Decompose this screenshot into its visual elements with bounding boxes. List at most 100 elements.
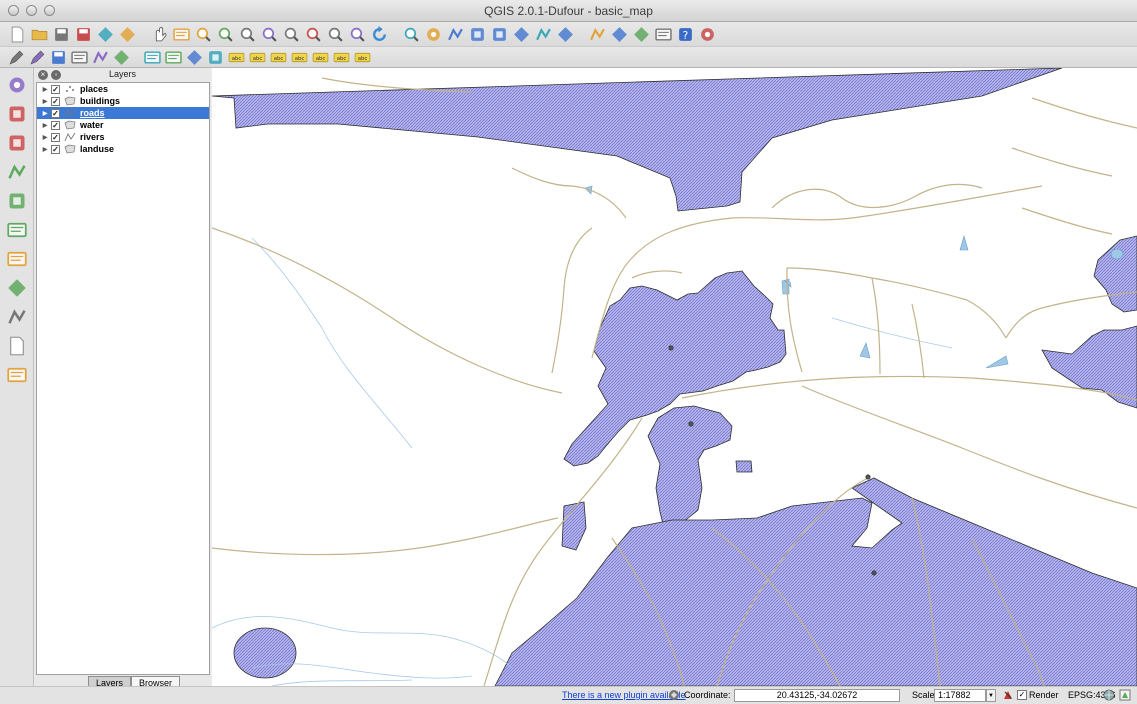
- landuse-polygon: [233, 627, 297, 679]
- composer-manager-icon[interactable]: [118, 25, 136, 43]
- pan-hand-icon[interactable]: [150, 25, 168, 43]
- add-wms-layer-icon[interactable]: [6, 219, 28, 241]
- panel-close-icon[interactable]: ×: [38, 70, 48, 80]
- edit-pencil-icon[interactable]: [8, 50, 25, 65]
- render-checkbox[interactable]: ✓: [1017, 690, 1027, 700]
- zoom-next-icon[interactable]: [348, 25, 366, 43]
- layer-item-rivers[interactable]: ▶✓rivers: [37, 131, 209, 143]
- cut-features-icon[interactable]: [165, 50, 182, 65]
- add-spatialite-layer-icon[interactable]: [6, 161, 28, 183]
- open-folder-icon[interactable]: [30, 25, 48, 43]
- print-composer-icon[interactable]: [96, 25, 114, 43]
- layer-visibility-checkbox[interactable]: ✓: [51, 144, 60, 154]
- expand-arrow-icon[interactable]: ▶: [42, 86, 48, 93]
- attribute-table-icon[interactable]: [512, 25, 530, 43]
- zoom-selection-icon[interactable]: [282, 25, 300, 43]
- bookmark-new-icon[interactable]: [610, 25, 628, 43]
- expand-arrow-icon[interactable]: ▶: [42, 134, 48, 141]
- chevron-down-icon[interactable]: ▼: [986, 689, 996, 702]
- scale-combobox[interactable]: 1:17882: [934, 689, 986, 702]
- refresh-icon[interactable]: [370, 25, 388, 43]
- save-edits-icon[interactable]: [50, 50, 67, 65]
- paste-features-icon[interactable]: [207, 50, 224, 65]
- map-tips-icon[interactable]: [588, 25, 606, 43]
- add-raster-layer-icon[interactable]: [6, 103, 28, 125]
- select-tool-icon[interactable]: [424, 25, 442, 43]
- label-move-icon[interactable]: abc: [291, 50, 308, 65]
- whats-this-icon[interactable]: [698, 25, 716, 43]
- crs-status[interactable]: EPSG:4326: [1068, 690, 1116, 700]
- zoom-last-icon[interactable]: [326, 25, 344, 43]
- coordinate-field[interactable]: 20.43125,-34.02672: [734, 689, 900, 702]
- expand-arrow-icon[interactable]: ▶: [42, 146, 48, 153]
- layer-visibility-checkbox[interactable]: ✓: [51, 132, 60, 142]
- expand-arrow-icon[interactable]: ▶: [42, 110, 48, 117]
- add-vector-layer-icon[interactable]: [6, 74, 28, 96]
- expand-arrow-icon[interactable]: ▶: [42, 122, 48, 129]
- map-canvas[interactable]: [212, 68, 1137, 686]
- crs-globe-icon[interactable]: [1103, 689, 1115, 701]
- add-wcs-layer-icon[interactable]: [6, 248, 28, 270]
- layer-tree[interactable]: ▶✓places▶✓buildings▶✓roads▶✓water▶✓river…: [36, 82, 210, 675]
- expand-arrow-icon[interactable]: ▶: [42, 98, 48, 105]
- svg-text:abc: abc: [316, 56, 326, 62]
- add-delimited-text-icon[interactable]: [6, 306, 28, 328]
- node-tool-icon[interactable]: [92, 50, 109, 65]
- zoom-actual-icon[interactable]: [238, 25, 256, 43]
- copy-features-icon[interactable]: [186, 49, 203, 65]
- save-icon[interactable]: [52, 25, 70, 43]
- layer-visibility-checkbox[interactable]: ✓: [51, 108, 60, 118]
- label-change-icon[interactable]: abc: [333, 50, 350, 65]
- select-dropdown-icon[interactable]: [446, 25, 464, 43]
- map-layers[interactable]: [212, 68, 1137, 686]
- layer-item-landuse[interactable]: ▶✓landuse: [37, 143, 209, 155]
- layer-item-places[interactable]: ▶✓places: [37, 83, 209, 95]
- toggle-edit-icon[interactable]: [29, 50, 46, 65]
- remove-layer-icon[interactable]: [6, 364, 28, 386]
- add-wfs-layer-icon[interactable]: [6, 277, 28, 299]
- layer-item-buildings[interactable]: ▶✓buildings: [37, 95, 209, 107]
- layer-item-water[interactable]: ▶✓water: [37, 119, 209, 131]
- messages-icon[interactable]: [668, 689, 680, 701]
- layer-visibility-checkbox[interactable]: ✓: [51, 96, 60, 106]
- save-as-icon[interactable]: [74, 25, 92, 43]
- identify-icon[interactable]: [402, 25, 420, 43]
- expression-select-icon[interactable]: [490, 25, 508, 43]
- zoom-out-icon[interactable]: [216, 25, 234, 43]
- digitize-point-icon[interactable]: [71, 50, 88, 65]
- log-messages-icon[interactable]: [1119, 689, 1131, 701]
- layer-item-roads[interactable]: ▶✓roads: [37, 107, 209, 119]
- water-polygon: [959, 234, 969, 251]
- new-shapefile-icon[interactable]: [6, 335, 28, 357]
- zoom-in-icon[interactable]: [194, 25, 212, 43]
- move-feature-icon[interactable]: [113, 49, 130, 65]
- zoom-window-button[interactable]: [44, 5, 55, 16]
- bookmarks-icon[interactable]: [632, 25, 650, 43]
- plugin-available-link[interactable]: There is a new plugin available: [562, 690, 686, 700]
- zoom-layer-icon[interactable]: [304, 25, 322, 43]
- delete-selected-icon[interactable]: [144, 50, 161, 65]
- label-show-hide-icon[interactable]: abc: [270, 50, 287, 65]
- add-postgis-layer-icon[interactable]: [6, 132, 28, 154]
- measure-icon[interactable]: [556, 25, 574, 43]
- text-annotation-icon[interactable]: [654, 25, 672, 43]
- label-highlight-icon[interactable]: abc: [354, 50, 371, 65]
- close-window-button[interactable]: [8, 5, 19, 16]
- pan-to-selection-icon[interactable]: [172, 25, 190, 43]
- minimize-window-button[interactable]: [26, 5, 37, 16]
- label-icon[interactable]: abc: [228, 50, 245, 65]
- new-project-icon[interactable]: [8, 25, 26, 43]
- label-pin-icon[interactable]: abc: [249, 50, 266, 65]
- layer-visibility-checkbox[interactable]: ✓: [51, 84, 60, 94]
- stop-render-icon[interactable]: [1002, 689, 1014, 701]
- panel-float-icon[interactable]: ◦: [51, 70, 61, 80]
- label-rotate-icon[interactable]: abc: [312, 50, 329, 65]
- zoom-full-icon[interactable]: [260, 25, 278, 43]
- layer-visibility-checkbox[interactable]: ✓: [51, 120, 60, 130]
- deselect-icon[interactable]: [468, 25, 486, 43]
- help-icon[interactable]: ?: [676, 25, 694, 43]
- add-mssql-layer-icon[interactable]: [6, 190, 28, 212]
- road-line: [911, 497, 941, 686]
- field-calculator-icon[interactable]: [534, 25, 552, 43]
